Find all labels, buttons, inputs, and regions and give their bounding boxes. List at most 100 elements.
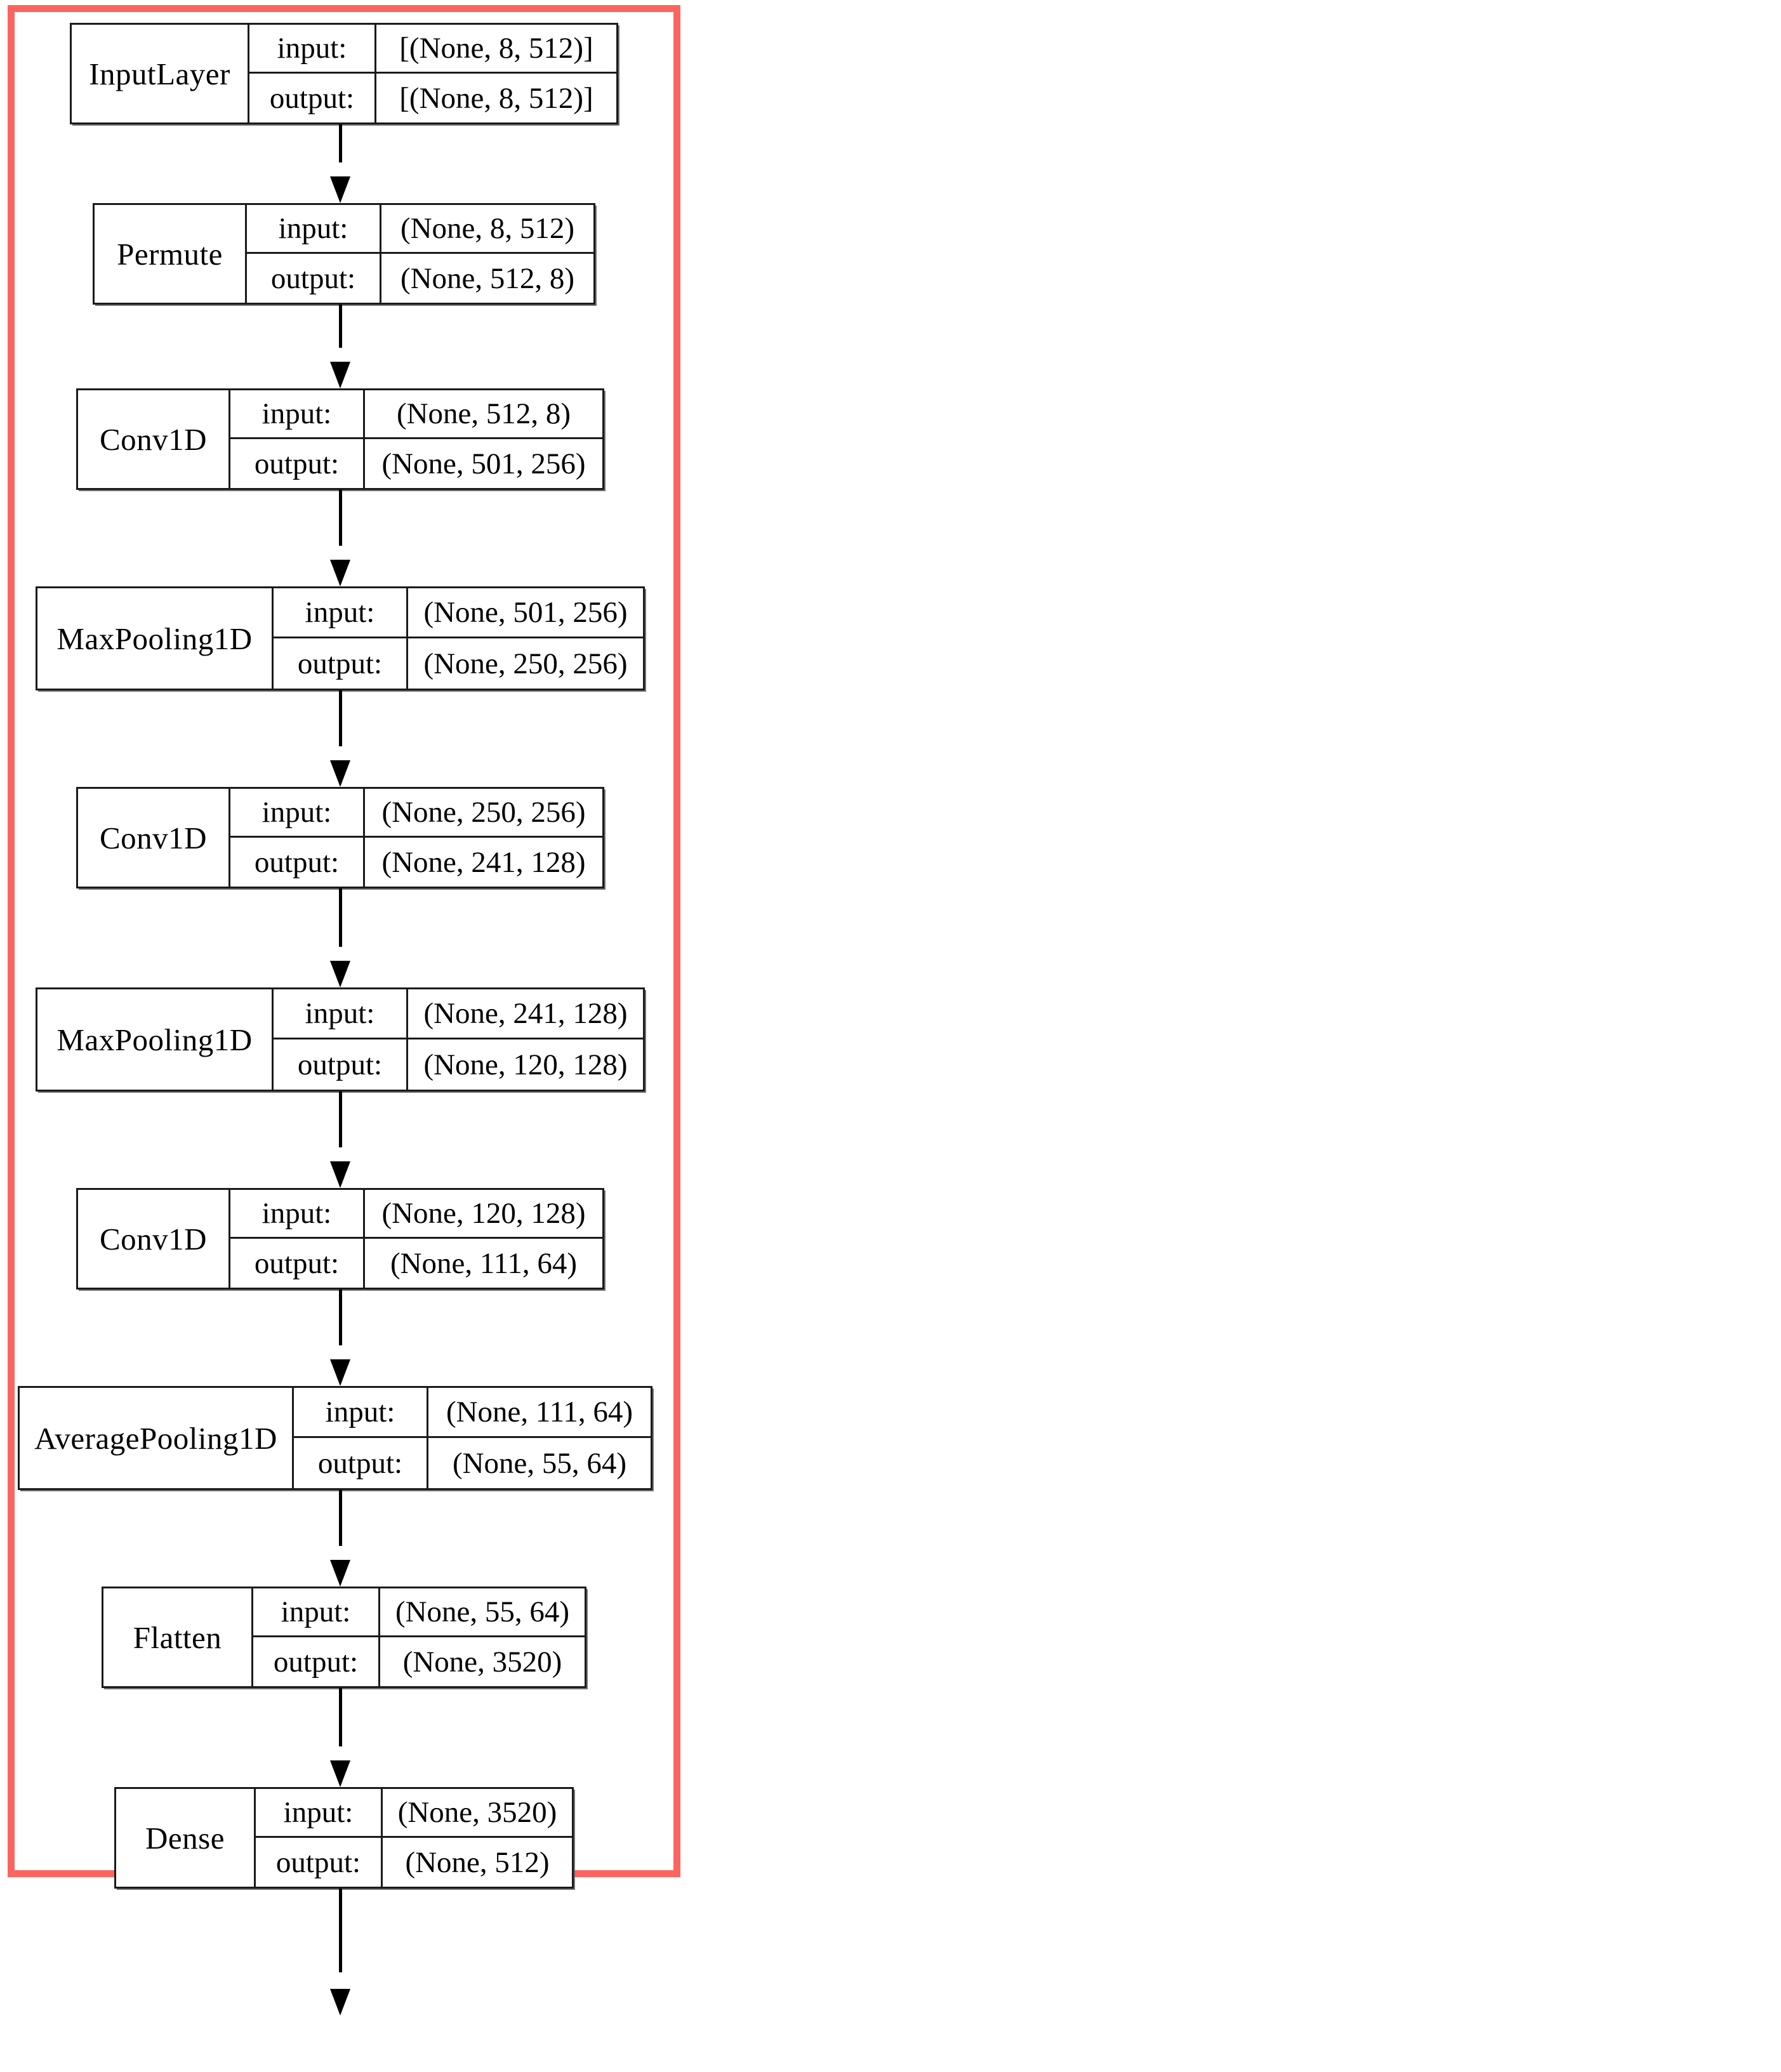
input-shape: (None, 250, 256) [381, 796, 586, 829]
output-key: output: [274, 1039, 408, 1090]
edge-arrow [315, 888, 366, 987]
layer-node-inputlayer[interactable]: InputLayer input: [(None, 8, 512)] outpu… [70, 23, 618, 124]
output-key: output: [294, 1438, 428, 1488]
layer-io-table: input: (None, 3520) output: (None, 512) [256, 1789, 572, 1887]
output-shape: (None, 111, 64) [390, 1246, 578, 1280]
input-key: input: [274, 989, 408, 1038]
layer-output-row: output: (None, 241, 128) [230, 838, 602, 887]
output-key: output: [256, 1838, 383, 1887]
layer-name: Permute [95, 205, 247, 303]
layer-io-table: input: (None, 501, 256) output: (None, 2… [274, 588, 643, 689]
input-key: input: [274, 588, 408, 637]
input-shape: (None, 512, 8) [396, 397, 571, 430]
layer-output-row: output: (None, 3520) [253, 1637, 585, 1686]
layer-node-conv1d-2[interactable]: Conv1D input: (None, 250, 256) output: (… [76, 787, 604, 888]
layer-input-row: input: (None, 3520) [256, 1789, 572, 1838]
output-key: output: [247, 254, 381, 303]
layer-input-row: input: (None, 120, 128) [230, 1190, 602, 1239]
output-shape: (None, 501, 256) [381, 447, 586, 480]
layer-input-row: input: (None, 250, 256) [230, 789, 602, 838]
output-shape: (None, 55, 64) [452, 1446, 627, 1480]
layer-input-row: input: (None, 512, 8) [230, 390, 602, 439]
input-shape: (None, 501, 256) [423, 596, 628, 629]
input-shape: (None, 241, 128) [423, 997, 628, 1030]
layer-io-table: input: (None, 241, 128) output: (None, 1… [274, 989, 643, 1090]
layer-name: Conv1D [78, 1190, 230, 1288]
layer-io-table: input: (None, 111, 64) output: (None, 55… [294, 1388, 651, 1488]
output-key: output: [230, 439, 365, 488]
output-shape: (None, 3520) [402, 1645, 562, 1679]
layer-node-conv1d-1[interactable]: Conv1D input: (None, 512, 8) output: (No… [76, 388, 604, 490]
layer-name: MaxPooling1D [37, 588, 274, 689]
layer-node-averagepooling1d[interactable]: AveragePooling1D input: (None, 111, 64) … [18, 1386, 652, 1490]
layer-output-row: output: (None, 250, 256) [274, 638, 643, 689]
layer-input-row: input: (None, 55, 64) [253, 1588, 585, 1637]
layer-input-row: input: (None, 111, 64) [294, 1388, 651, 1438]
edge-arrow [315, 305, 366, 388]
layer-name: Conv1D [78, 789, 230, 887]
edge-arrow-exit [315, 1889, 366, 2016]
output-shape: (None, 512) [405, 1845, 550, 1879]
layer-node-flatten[interactable]: Flatten input: (None, 55, 64) output: (N… [102, 1587, 586, 1688]
input-key: input: [247, 205, 381, 252]
edge-arrow [315, 1490, 366, 1587]
output-shape: (None, 512, 8) [400, 261, 575, 295]
output-shape: (None, 241, 128) [381, 845, 586, 879]
input-shape: [(None, 8, 512)] [399, 32, 593, 65]
output-key: output: [230, 1239, 365, 1288]
layer-output-row: output: (None, 512, 8) [247, 254, 593, 303]
layer-name: MaxPooling1D [37, 989, 274, 1090]
layer-node-conv1d-3[interactable]: Conv1D input: (None, 120, 128) output: (… [76, 1188, 604, 1290]
input-key: input: [230, 1190, 365, 1237]
layer-name: Conv1D [78, 390, 230, 488]
edge-arrow [315, 1092, 366, 1188]
layer-node-dense[interactable]: Dense input: (None, 3520) output: (None,… [114, 1787, 574, 1889]
layer-output-row: output: (None, 111, 64) [230, 1239, 602, 1288]
layer-input-row: input: (None, 501, 256) [274, 588, 643, 638]
edge-arrow [315, 124, 366, 203]
input-shape: (None, 120, 128) [381, 1197, 586, 1230]
layer-io-table: input: (None, 55, 64) output: (None, 352… [253, 1588, 585, 1686]
output-key: output: [253, 1637, 380, 1686]
output-key: output: [249, 74, 376, 122]
layer-io-table: input: (None, 250, 256) output: (None, 2… [230, 789, 602, 887]
input-key: input: [230, 789, 365, 836]
layer-input-row: input: [(None, 8, 512)] [249, 25, 616, 74]
layer-input-row: input: (None, 8, 512) [247, 205, 593, 254]
layer-output-row: output: (None, 120, 128) [274, 1039, 643, 1090]
layer-node-permute-1[interactable]: Permute input: (None, 8, 512) output: (N… [93, 203, 595, 305]
layer-io-table: input: [(None, 8, 512)] output: [(None, … [249, 25, 616, 122]
layer-name: AveragePooling1D [20, 1388, 294, 1488]
layer-output-row: output: [(None, 8, 512)] [249, 74, 616, 122]
input-key: input: [253, 1588, 380, 1635]
input-shape: (None, 111, 64) [446, 1396, 633, 1429]
output-shape: [(None, 8, 512)] [399, 81, 593, 115]
input-key: input: [230, 390, 365, 437]
layer-node-maxpooling1d-2[interactable]: MaxPooling1D input: (None, 241, 128) out… [36, 987, 645, 1092]
edge-arrow [315, 490, 366, 586]
edge-arrow [315, 1688, 366, 1787]
output-key: output: [274, 638, 408, 689]
input-shape: (None, 3520) [397, 1796, 557, 1829]
layer-io-table: input: (None, 512, 8) output: (None, 501… [230, 390, 602, 488]
edge-arrow [315, 690, 366, 787]
input-key: input: [249, 25, 376, 72]
input-shape: (None, 8, 512) [400, 212, 575, 245]
layer-node-maxpooling1d-1[interactable]: MaxPooling1D input: (None, 501, 256) out… [36, 586, 645, 690]
layer-input-row: input: (None, 241, 128) [274, 989, 643, 1039]
layer-output-row: output: (None, 512) [256, 1838, 572, 1887]
layer-io-table: input: (None, 8, 512) output: (None, 512… [247, 205, 593, 303]
layer-io-table: input: (None, 120, 128) output: (None, 1… [230, 1190, 602, 1288]
output-key: output: [230, 838, 365, 887]
input-shape: (None, 55, 64) [395, 1595, 570, 1628]
input-key: input: [294, 1388, 428, 1436]
layer-output-row: output: (None, 501, 256) [230, 439, 602, 488]
input-key: input: [256, 1789, 383, 1836]
output-shape: (None, 120, 128) [423, 1048, 628, 1081]
layer-name: Flatten [103, 1588, 253, 1686]
layer-name: Dense [116, 1789, 256, 1887]
layer-name: InputLayer [72, 25, 249, 122]
layer-output-row: output: (None, 55, 64) [294, 1438, 651, 1488]
edge-arrow [315, 1290, 366, 1386]
